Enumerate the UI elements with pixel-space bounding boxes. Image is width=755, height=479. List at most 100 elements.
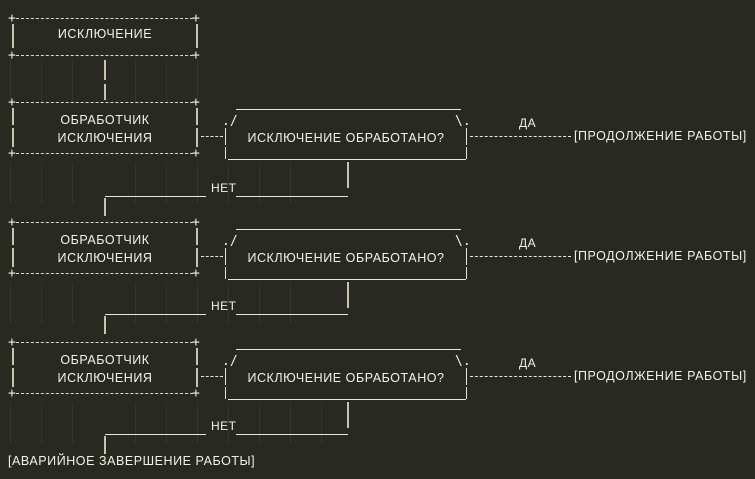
ghost-column xyxy=(41,162,42,204)
box-bottom-border xyxy=(16,393,193,394)
ghost-column xyxy=(166,402,167,444)
decision-right-border xyxy=(466,267,467,279)
ghost-column xyxy=(228,402,229,444)
box-left-border xyxy=(12,348,14,365)
box-bottom-border xyxy=(16,55,193,56)
box-right-border xyxy=(196,128,198,147)
decision-right-border xyxy=(466,387,467,399)
box-corner-plus: + xyxy=(192,11,200,26)
decision-corner-right-glyph: \. xyxy=(455,234,471,249)
decision-left-border xyxy=(225,267,226,279)
decision-label: ИСКЛЮЧЕНИЕ ОБРАБОТАНО? xyxy=(247,371,445,385)
yes-branch-label: ДА xyxy=(519,356,537,370)
no-branch-line-right xyxy=(236,196,348,197)
handler-box-label-line2: ИСКЛЮЧЕНИЯ xyxy=(57,251,153,265)
ghost-column xyxy=(166,58,167,103)
box-corner-plus: + xyxy=(192,215,200,230)
yes-branch-line xyxy=(470,136,571,137)
box-right-border xyxy=(196,348,198,365)
ghost-column xyxy=(197,282,198,324)
decision-corner-left-glyph: ./ xyxy=(222,234,238,249)
handler-box-label-line1: ОБРАБОТЧИК xyxy=(60,113,150,127)
decision-right-border xyxy=(466,368,467,385)
continue-work-node: [ПРОДОЛЖЕНИЕ РАБОТЫ] xyxy=(574,249,747,263)
box-left-border xyxy=(12,128,14,147)
ghost-column xyxy=(197,162,198,204)
box-top-border xyxy=(16,342,193,343)
ghost-column xyxy=(72,402,73,444)
box-top-border xyxy=(16,18,193,19)
no-branch-line-left xyxy=(105,196,206,197)
no-branch-return xyxy=(104,316,106,334)
continue-work-node: [ПРОДОЛЖЕНИЕ РАБОТЫ] xyxy=(574,129,747,143)
ghost-column xyxy=(166,282,167,324)
decision-top-border xyxy=(236,109,461,110)
ghost-column xyxy=(197,402,198,444)
box-corner-plus: + xyxy=(192,95,200,110)
decision-top-border xyxy=(236,349,461,350)
decision-bottom-border xyxy=(228,399,466,400)
box-top-border xyxy=(16,102,193,103)
decision-right-border xyxy=(466,248,467,265)
no-branch-line-right xyxy=(236,314,348,315)
ghost-column xyxy=(197,58,198,103)
yes-branch-label: ДА xyxy=(519,236,537,250)
handler-to-decision-link xyxy=(201,136,223,137)
decision-left-border xyxy=(225,248,226,265)
box-right-border xyxy=(196,368,198,387)
handler-to-decision-link xyxy=(201,256,223,257)
box-corner-plus: + xyxy=(192,146,200,161)
box-corner-plus: + xyxy=(8,11,16,26)
decision-left-border xyxy=(225,387,226,399)
box-left-border xyxy=(12,368,14,387)
no-branch-line-left xyxy=(105,314,206,315)
no-branch-drop xyxy=(347,282,349,308)
ghost-column xyxy=(135,162,136,204)
box-left-border xyxy=(12,24,14,48)
box-corner-plus: + xyxy=(8,386,16,401)
ghost-column xyxy=(290,162,291,204)
decision-label: ИСКЛЮЧЕНИЕ ОБРАБОТАНО? xyxy=(247,251,445,265)
box-left-border xyxy=(12,248,14,267)
decision-right-border xyxy=(466,128,467,145)
handler-box-label-line1: ОБРАБОТЧИК xyxy=(60,233,150,247)
ghost-column xyxy=(135,58,136,103)
ghost-column xyxy=(10,282,11,324)
ghost-column xyxy=(290,402,291,444)
ghost-column xyxy=(290,282,291,324)
ghost-column xyxy=(72,282,73,324)
box-top-border xyxy=(16,222,193,223)
yes-branch-line xyxy=(470,256,571,257)
box-corner-plus: + xyxy=(192,386,200,401)
ghost-column xyxy=(10,162,11,204)
handler-box-label-line2: ИСКЛЮЧЕНИЯ xyxy=(57,371,153,385)
box-right-border xyxy=(196,24,198,48)
no-branch-label: НЕТ xyxy=(211,181,237,195)
no-branch-line-left xyxy=(105,434,206,435)
decision-left-border xyxy=(225,368,226,385)
no-branch-label: НЕТ xyxy=(211,299,237,313)
box-corner-plus: + xyxy=(8,215,16,230)
decision-right-border xyxy=(466,147,467,159)
decision-left-border xyxy=(225,128,226,145)
box-left-border xyxy=(12,228,14,245)
ghost-column xyxy=(41,402,42,444)
ghost-column xyxy=(135,402,136,444)
no-branch-drop xyxy=(347,162,349,188)
box-left-border xyxy=(12,108,14,125)
box-bottom-border xyxy=(16,273,193,274)
decision-label: ИСКЛЮЧЕНИЕ ОБРАБОТАНО? xyxy=(247,131,445,145)
no-branch-return xyxy=(104,436,106,454)
handler-to-decision-link xyxy=(201,376,223,377)
box-corner-plus: + xyxy=(192,266,200,281)
ghost-column xyxy=(41,282,42,324)
decision-top-border xyxy=(236,229,461,230)
ghost-column xyxy=(228,282,229,324)
connector-exception-to-handler-1 xyxy=(104,60,106,80)
box-right-border xyxy=(196,228,198,245)
box-corner-plus: + xyxy=(8,146,16,161)
box-corner-plus: + xyxy=(8,48,16,63)
ghost-column xyxy=(135,282,136,324)
ghost-column xyxy=(10,402,11,444)
